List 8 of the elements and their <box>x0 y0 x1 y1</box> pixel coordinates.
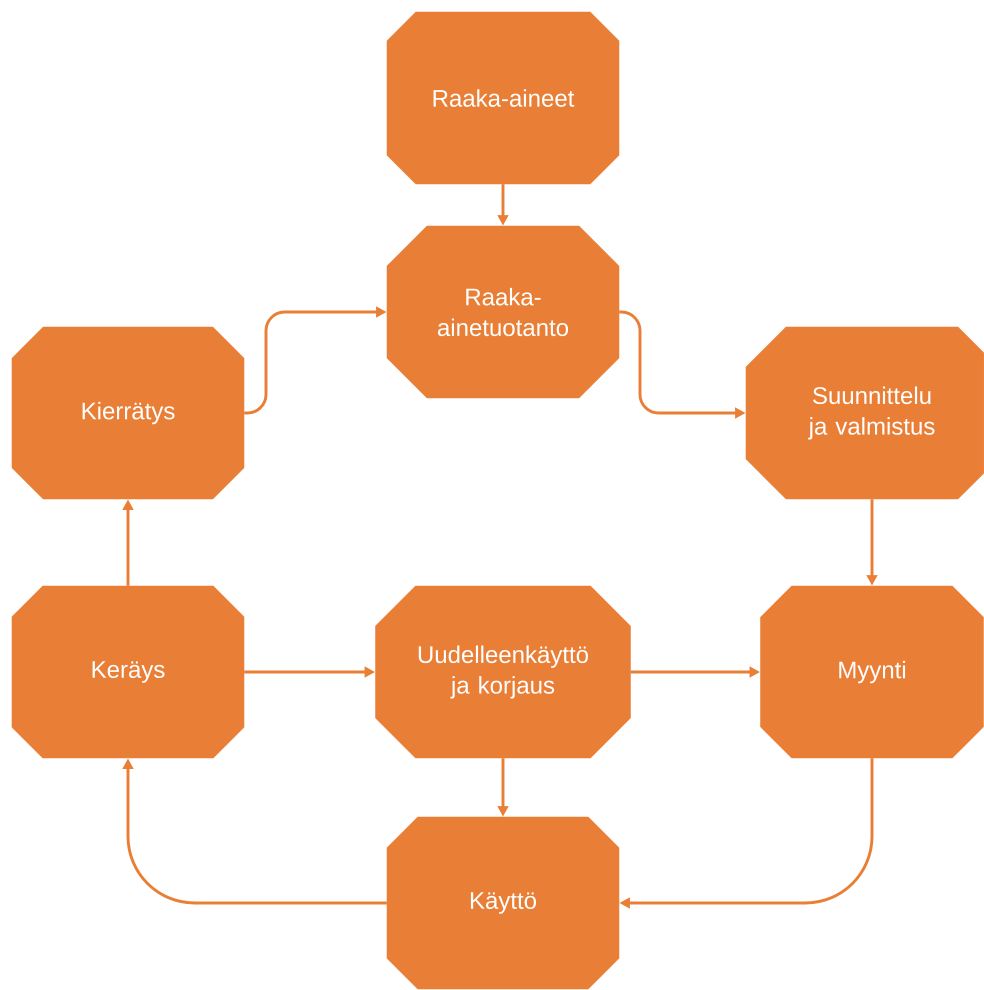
process-octagon: Uudelleenkäyttö ja korjaus <box>375 586 631 758</box>
process-octagon: Kierrätys <box>12 326 244 500</box>
process-octagon: Raaka-aineet <box>386 12 620 184</box>
process-octagon: Käyttö <box>386 816 620 990</box>
process-octagon: Raaka-ainetuotanto <box>386 226 620 398</box>
process-octagon: Suunnittelu ja valmistus <box>746 326 984 500</box>
process-octagon: Myynti <box>760 586 984 758</box>
process-octagon: Keräys <box>12 586 244 758</box>
